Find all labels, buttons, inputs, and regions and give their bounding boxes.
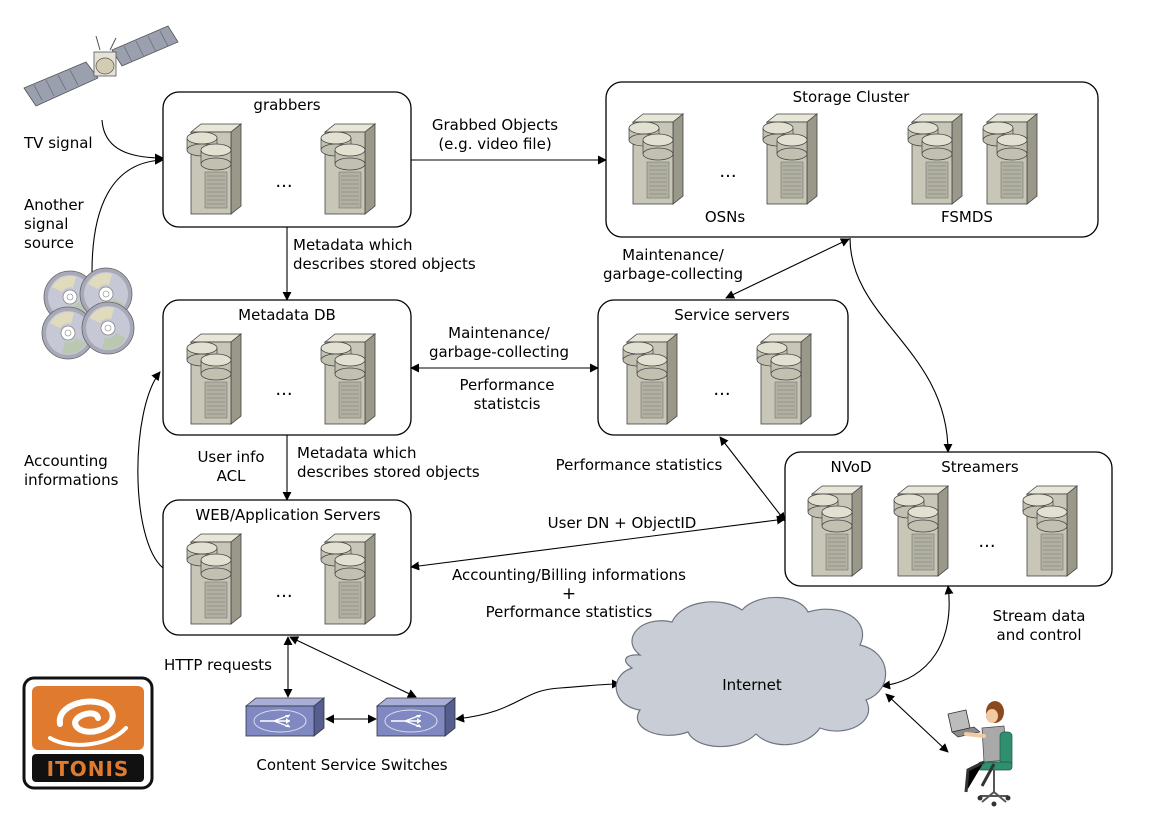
- server-icon: [756, 333, 812, 425]
- cd-stack-icon: [41, 267, 135, 360]
- web-app-servers-title: WEB/Application Servers: [195, 506, 380, 524]
- satellite-icon: [23, 25, 179, 107]
- streamers-title: Streamers: [941, 458, 1019, 476]
- billing-label-2: +: [562, 584, 576, 604]
- server-icon: [622, 333, 678, 425]
- metadata-bottom-label-2: describes stored objects: [297, 463, 480, 481]
- tv-signal-arrow: [101, 119, 164, 163]
- another-signal-arrow: [91, 155, 164, 273]
- grabbed-objects-label-2: (e.g. video file): [438, 135, 551, 153]
- billing-label-1: Accounting/Billing informations: [452, 566, 686, 584]
- ellipsis: ...: [275, 171, 292, 192]
- server-icon: [320, 123, 376, 215]
- performance-mid-label-2: statistcis: [474, 395, 541, 413]
- web-switch2-arrow: [289, 636, 417, 698]
- metadata-bottom-label-1: Metadata which: [297, 444, 417, 462]
- server-icon: [807, 485, 863, 577]
- ellipsis: ...: [713, 379, 730, 400]
- grabbers-title: grabbers: [253, 96, 320, 114]
- service-servers-title: Service servers: [674, 306, 790, 324]
- storage-to-streamers-arrow: [849, 237, 953, 453]
- user-info-label-1: User info: [197, 448, 264, 466]
- server-icon: [628, 113, 684, 205]
- ellipsis: ...: [978, 531, 995, 552]
- server-icon: [982, 113, 1038, 205]
- accounting-left-label-1: Accounting: [24, 452, 108, 470]
- server-icon: [762, 113, 818, 205]
- server-icon: [186, 333, 242, 425]
- maintenance-mid-label-2: garbage-collecting: [429, 343, 569, 361]
- metadata-top-label-2: describes stored objects: [293, 255, 476, 273]
- user-info-label-2: ACL: [217, 467, 246, 485]
- billing-label-3: Performance statistics: [486, 603, 653, 621]
- ellipsis: ...: [719, 161, 736, 182]
- ellipsis: ...: [275, 379, 292, 400]
- streamers-internet-arrow: [881, 585, 954, 690]
- user-laptop-icon: [947, 701, 1013, 807]
- maintenance-top-label-1: Maintenance/: [622, 246, 725, 264]
- stream-data-label-2: and control: [997, 626, 1082, 644]
- another-signal-label-3: source: [24, 234, 74, 252]
- another-signal-label-1: Another: [24, 196, 85, 214]
- server-icon: [907, 113, 963, 205]
- server-icon: [186, 533, 242, 625]
- server-icon: [893, 485, 949, 577]
- internet-label: Internet: [722, 676, 782, 694]
- performance-mid-label-1: Performance: [459, 376, 554, 394]
- performance-service-label: Performance statistics: [556, 456, 723, 474]
- stream-data-label-1: Stream data: [993, 607, 1086, 625]
- storage-cluster-title: Storage Cluster: [793, 88, 911, 106]
- http-requests-label: HTTP requests: [164, 656, 272, 674]
- cloud-icon: [615, 596, 887, 748]
- service-storage-arrow: [725, 238, 850, 299]
- fsmds-label: FSMDS: [941, 208, 993, 226]
- user-dn-label: User DN + ObjectID: [548, 514, 697, 532]
- maintenance-mid-label-1: Maintenance/: [448, 324, 551, 342]
- server-icon: [320, 533, 376, 625]
- server-icon: [1022, 485, 1078, 577]
- switch-icon: [245, 697, 325, 737]
- metadata-db-title: Metadata DB: [238, 306, 336, 324]
- content-switches-label: Content Service Switches: [256, 756, 447, 774]
- internet-user-arrow: [885, 693, 949, 753]
- ellipsis: ...: [275, 581, 292, 602]
- osns-label: OSNs: [705, 208, 746, 226]
- switch-internet-arrow: [455, 679, 621, 723]
- server-icon: [320, 333, 376, 425]
- grabbed-objects-label-1: Grabbed Objects: [432, 116, 558, 134]
- another-signal-label-2: signal: [24, 215, 68, 233]
- metadata-top-label-1: Metadata which: [293, 236, 413, 254]
- service-streamers-arrow: [719, 436, 786, 522]
- tv-signal-label: TV signal: [23, 134, 93, 152]
- web-streamers-arrow: [410, 515, 786, 571]
- maintenance-top-label-2: garbage-collecting: [603, 265, 743, 283]
- itonis-logo: ITONIS: [22, 676, 154, 790]
- switch-icon: [376, 697, 456, 737]
- nvod-label: NVoD: [830, 458, 871, 476]
- web-to-metadata-accounting-arrow: [137, 371, 164, 569]
- server-icon: [186, 123, 242, 215]
- logo-text: ITONIS: [47, 757, 130, 781]
- accounting-left-label-2: informations: [24, 471, 119, 489]
